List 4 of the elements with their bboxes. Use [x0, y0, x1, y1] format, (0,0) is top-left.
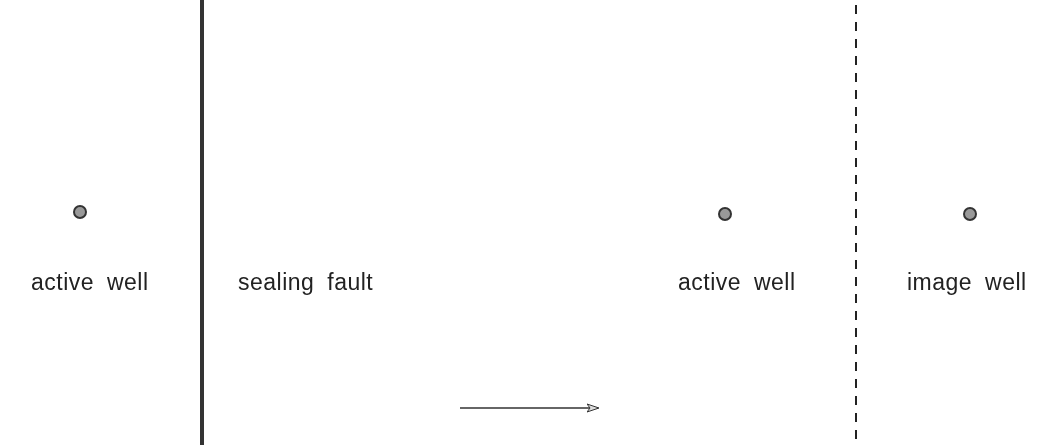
well-label: active well: [31, 269, 149, 296]
well-label: active well: [678, 269, 796, 296]
fault-label: sealing fault: [238, 269, 374, 296]
well-label: image well: [907, 269, 1027, 296]
